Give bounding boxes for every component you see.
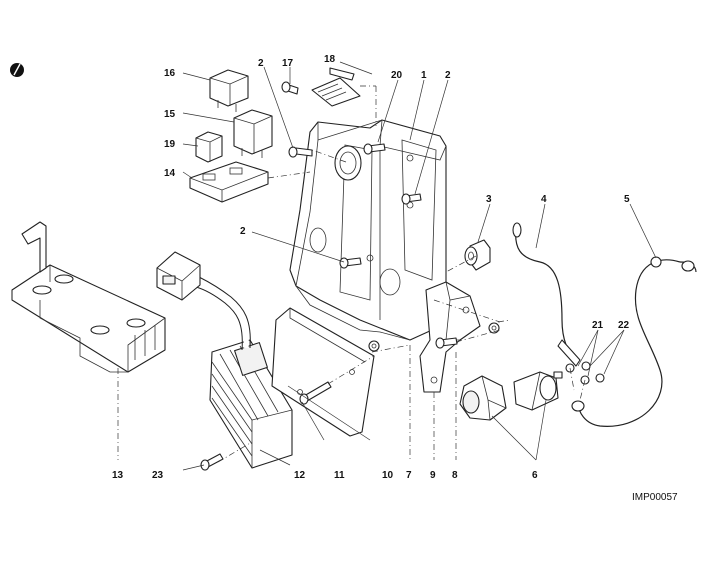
callout-3: 3 <box>486 194 492 205</box>
callout-5: 5 <box>624 194 630 205</box>
callout-22: 22 <box>618 320 630 331</box>
callout-21: 21 <box>592 320 604 331</box>
part-14-relay-holder <box>189 161 269 203</box>
callout-2-top: 2 <box>258 58 264 69</box>
part-9-screw <box>435 337 458 349</box>
part-8-nut <box>488 322 500 334</box>
part-2-screw-b <box>401 193 422 205</box>
callout-16: 16 <box>164 68 176 79</box>
callout-9: 9 <box>430 470 436 481</box>
callout-10: 10 <box>382 470 394 481</box>
callout-17: 17 <box>282 58 294 69</box>
callout-13: 13 <box>112 470 124 481</box>
diagram-code: IMP00057 <box>632 492 678 503</box>
part-4-cable <box>512 222 581 367</box>
callout-6: 6 <box>532 470 538 481</box>
callout-1: 1 <box>421 70 427 81</box>
part-2-screw-c <box>339 257 362 269</box>
part-1-main-bracket <box>289 119 447 341</box>
callout-20: 20 <box>391 70 403 81</box>
leader-lines <box>182 61 657 471</box>
callout-7: 7 <box>406 470 412 481</box>
callout-2-mid: 2 <box>240 226 246 237</box>
part-18-clip <box>311 67 361 107</box>
callout-labels: 16 15 19 14 2 17 18 20 1 2 2 3 4 5 21 22… <box>112 54 630 481</box>
part-12-regulator <box>156 251 293 469</box>
callout-14: 14 <box>164 168 176 179</box>
callout-11: 11 <box>334 470 345 481</box>
corner-marker-icon <box>10 63 24 77</box>
part-3-grommet <box>464 239 491 271</box>
part-8-side-bracket <box>419 281 481 393</box>
part-2-screw-a <box>288 146 313 158</box>
part-5-cable <box>571 256 697 427</box>
part-15-relay <box>233 109 273 158</box>
part-11-screw <box>299 381 332 405</box>
callout-18: 18 <box>324 54 336 65</box>
part-16-relay <box>209 69 249 112</box>
callout-19: 19 <box>164 139 176 150</box>
part-13-tray <box>11 221 166 373</box>
part-17-screw <box>281 81 299 95</box>
callout-4: 4 <box>541 194 547 205</box>
callout-2-right: 2 <box>445 70 451 81</box>
callout-23: 23 <box>152 470 164 481</box>
callout-8: 8 <box>452 470 458 481</box>
part-23-screw <box>200 453 224 471</box>
callout-15: 15 <box>164 109 176 120</box>
part-20-screw <box>363 143 386 155</box>
part-19-relay <box>195 131 223 163</box>
part-7-nut <box>368 340 380 352</box>
part-6-solenoid <box>459 371 563 421</box>
assembly-lines <box>117 85 586 463</box>
callout-12: 12 <box>294 470 306 481</box>
